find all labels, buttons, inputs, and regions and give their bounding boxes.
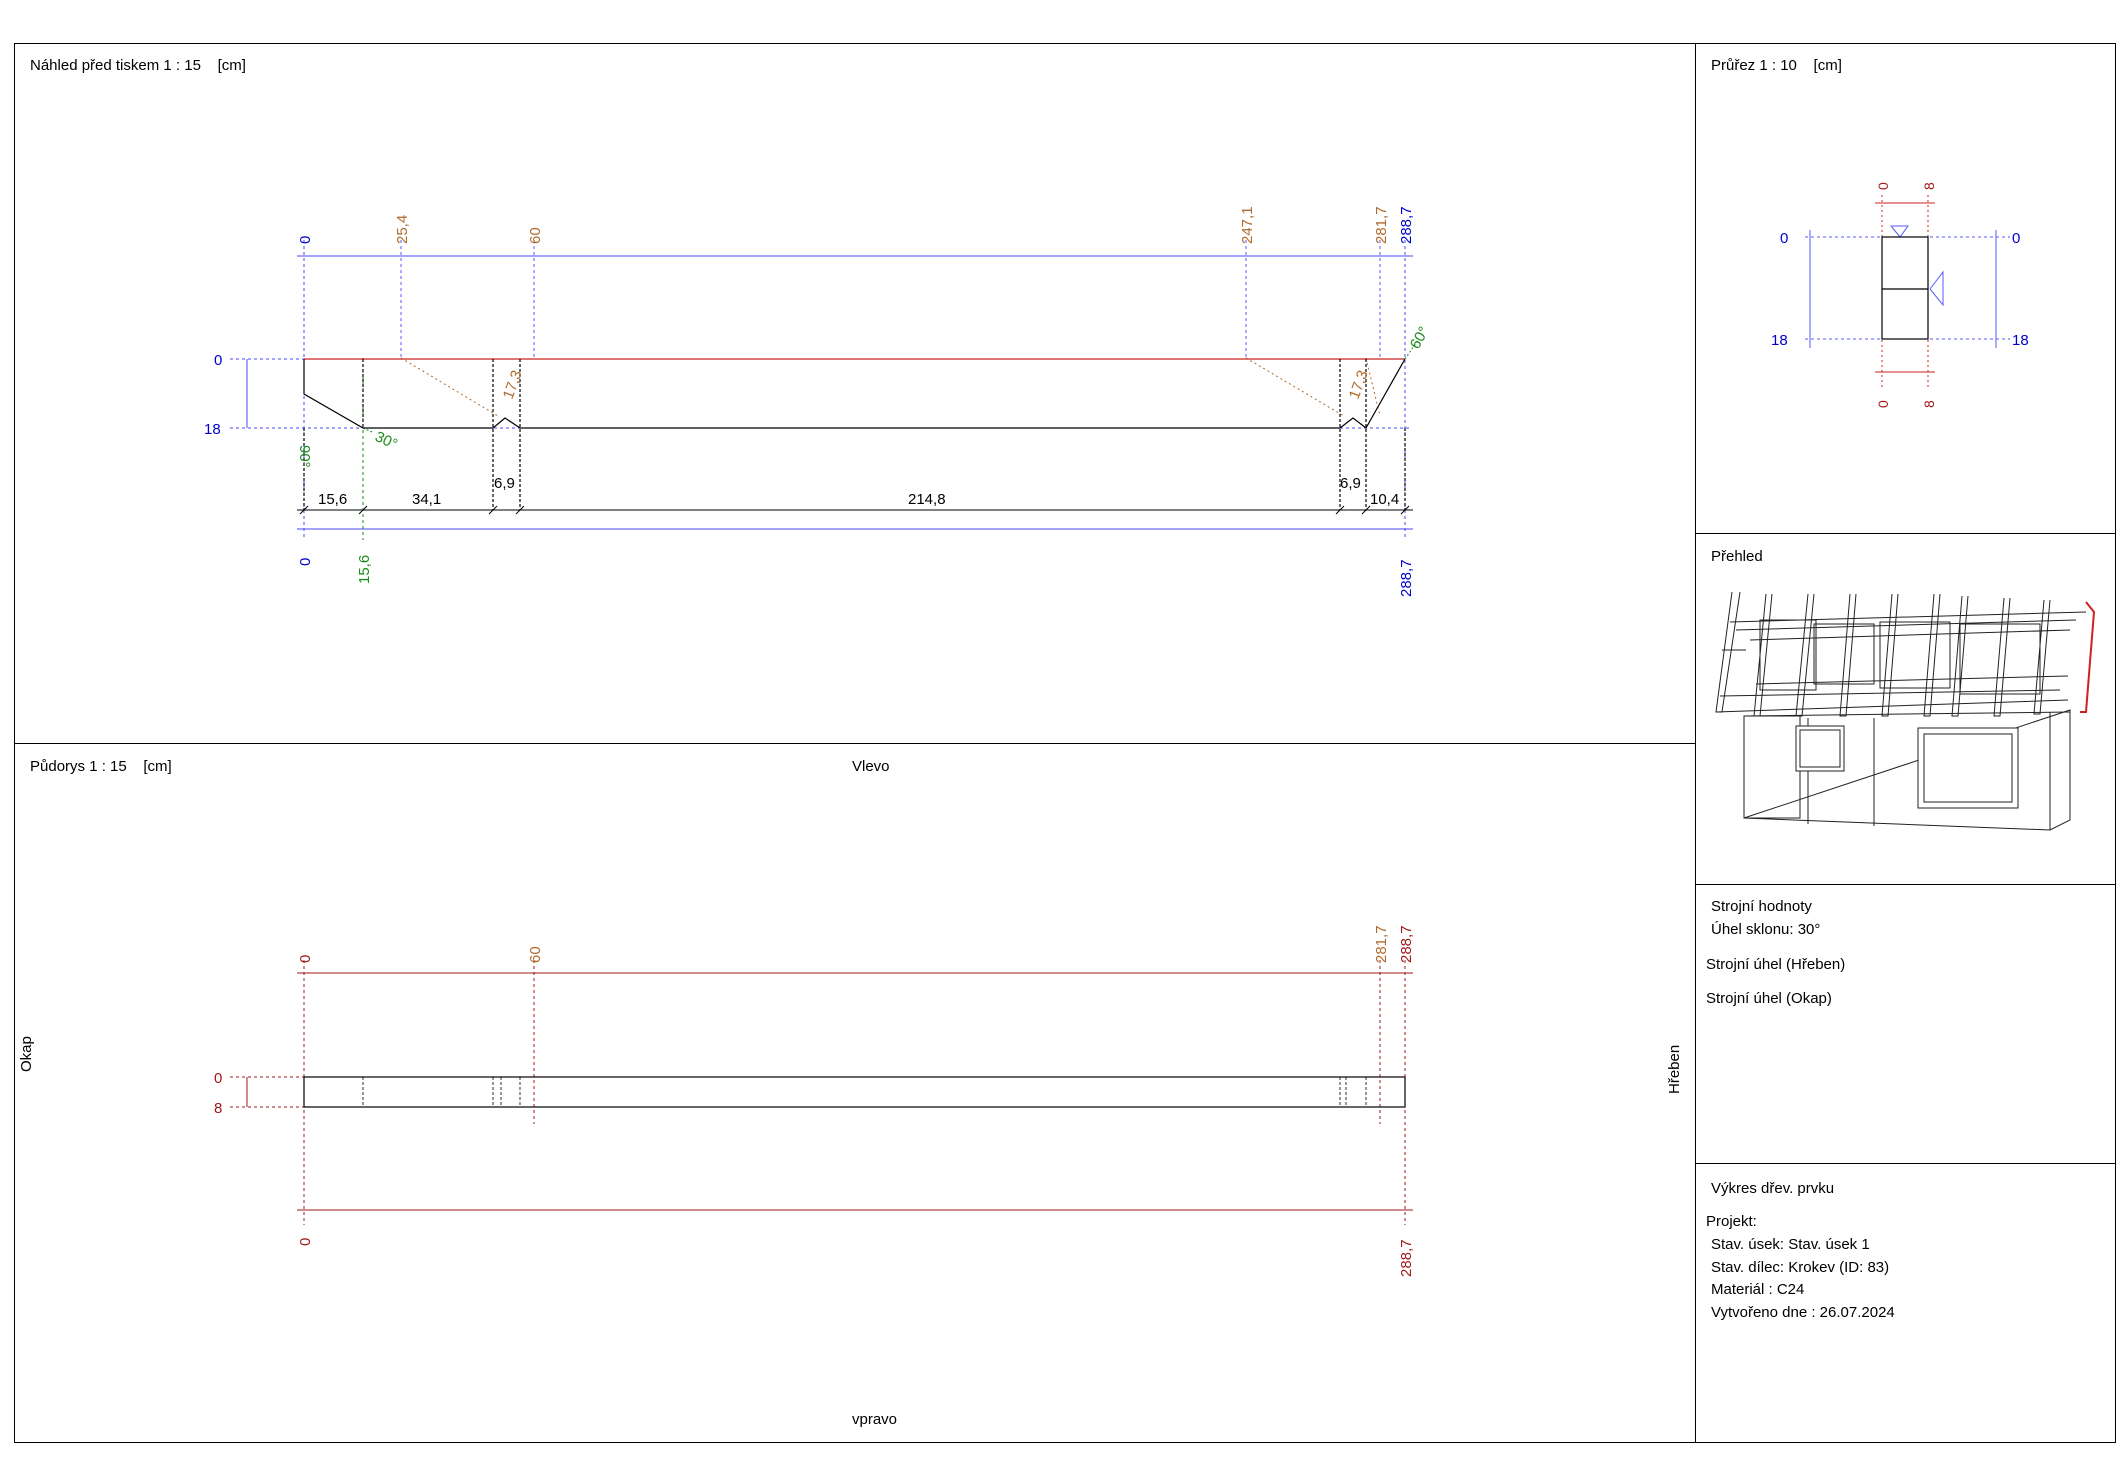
preview-title: Náhled před tiskem 1 : 15 [cm] — [30, 57, 246, 74]
angle-left-end: 90° — [296, 445, 313, 468]
plan-bottom-dim-0: 0 — [297, 1238, 314, 1246]
section-left-dim-0: 0 — [1780, 230, 1788, 247]
machine-values-title: Strojní hodnoty — [1711, 898, 1812, 915]
top-dim-2: 60 — [527, 227, 544, 244]
plan-top-dim-3: 288,7 — [1398, 925, 1415, 963]
plan-top-dim-1: 60 — [527, 946, 544, 963]
segment-dimension-line — [297, 505, 1413, 515]
segment-1: 15,6 — [318, 491, 347, 508]
bottom-dim-2: 288,7 — [1398, 559, 1415, 597]
created-date: Vytvořeno dne : 26.07.2024 — [1711, 1304, 1895, 1321]
left-dim-18: 18 — [204, 421, 221, 438]
ridge-angle-text: Strojní úhel (Hřeben) — [1706, 956, 1846, 973]
overview-title: Přehled — [1711, 548, 1763, 565]
segment-3: 6,9 — [494, 475, 515, 492]
drawing-info-panel — [1695, 1163, 2116, 1443]
rafter-outline — [303, 358, 1406, 510]
section-top-dim-8: 8 — [1921, 182, 1937, 190]
overview-rafters — [1715, 591, 2051, 717]
top-dim-3: 247,1 — [1239, 206, 1256, 244]
segment-4: 214,8 — [908, 491, 946, 508]
project-label: Projekt: — [1706, 1213, 1757, 1230]
plan-left-dim-8: 8 — [214, 1100, 222, 1117]
top-dim-4: 281,7 — [1373, 206, 1390, 244]
bottom-dim-0: 0 — [297, 558, 314, 566]
segment-6: 10,4 — [1370, 491, 1399, 508]
plan-top-dim-2: 281,7 — [1373, 925, 1390, 963]
section-top-dim-0: 0 — [1875, 182, 1891, 190]
drawing-info-title: Výkres dřev. prvku — [1711, 1180, 1835, 1197]
plan-title: Půdorys 1 : 15 [cm] — [30, 758, 172, 775]
plan-right-side-label: vpravo — [852, 1411, 898, 1428]
section-title: Průřez 1 : 10 [cm] — [1711, 57, 1842, 74]
construction-section: Stav. úsek: Stav. úsek 1 — [1711, 1236, 1870, 1253]
segment-2: 34,1 — [412, 491, 441, 508]
top-dim-1: 25,4 — [394, 215, 411, 244]
construction-part: Stav. dílec: Krokev (ID: 83) — [1711, 1259, 1890, 1276]
bottom-dim-1: 15,6 — [356, 555, 373, 584]
slope-angle-text: Úhel sklonu: 30° — [1711, 921, 1821, 938]
plan-left-side-label: Vlevo — [852, 758, 890, 775]
section-bottom-dim-0: 0 — [1875, 400, 1891, 408]
plan-top-dim-0: 0 — [297, 955, 314, 963]
plan-left-dim-0: 0 — [214, 1070, 222, 1087]
section-bottom-dim-8: 8 — [1921, 400, 1937, 408]
section-right-dim-18: 18 — [2012, 332, 2029, 349]
material-text: Materiál : C24 — [1711, 1281, 1805, 1298]
eave-angle-text: Strojní úhel (Okap) — [1706, 990, 1832, 1007]
segment-5: 6,9 — [1340, 475, 1361, 492]
section-left-dim-18: 18 — [1771, 332, 1788, 349]
top-dim-5: 288,7 — [1398, 206, 1415, 244]
top-dim-0: 0 — [297, 236, 314, 244]
section-right-dim-0: 0 — [2012, 230, 2020, 247]
left-dim-0: 0 — [214, 352, 222, 369]
plan-bottom-dim-1: 288,7 — [1398, 1239, 1415, 1277]
